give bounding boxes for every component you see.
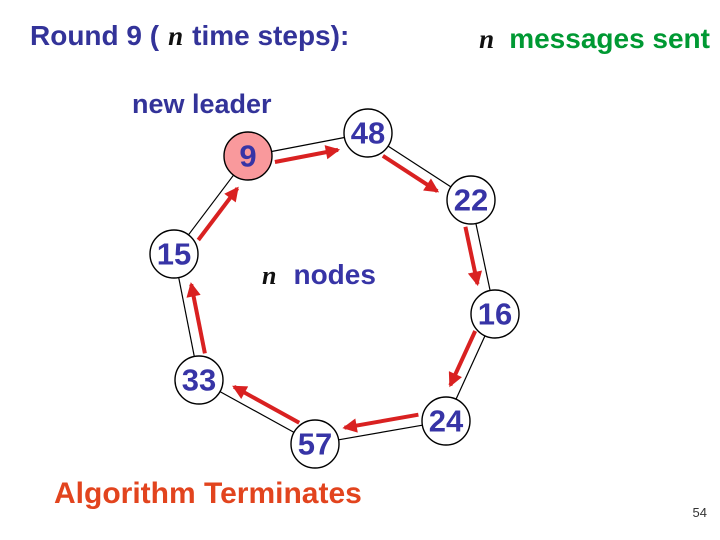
title-text-before: Round 9 ( (30, 20, 160, 51)
center-label-text: nodes (293, 259, 376, 290)
ring-node (290, 419, 340, 469)
ring-edge (338, 424, 423, 441)
ring-center-label: n nodes (262, 259, 376, 291)
ring-edge (188, 174, 234, 236)
title-variable-n: n (168, 21, 184, 51)
message-arrow (232, 385, 301, 425)
ring-node-label: 16 (478, 297, 512, 332)
page-number: 54 (692, 505, 707, 520)
title-text-after: time steps): (192, 20, 350, 51)
ring-node (174, 355, 224, 405)
ring-edge (178, 277, 195, 357)
new-leader-label: new leader (132, 89, 272, 119)
ring-edge (455, 335, 486, 400)
ring-node (470, 289, 520, 339)
ring-node-label: 57 (298, 427, 332, 462)
ring-node-label: 48 (351, 116, 385, 151)
ring-edge (475, 223, 491, 291)
messages-note: n messages sent (479, 23, 710, 55)
ring-node (343, 108, 393, 158)
ring-node-label: 15 (157, 237, 191, 272)
message-arrow (448, 330, 478, 388)
center-variable-n: n (262, 261, 277, 290)
message-arrow (196, 186, 239, 242)
footer-text: Algorithm Terminates (54, 477, 362, 510)
message-arrow (342, 412, 419, 433)
message-arrow (186, 282, 207, 354)
ring-node-label: 9 (239, 139, 256, 174)
ring-node-label: 24 (429, 404, 464, 439)
ring-node-leader (223, 131, 273, 181)
ring-node (446, 175, 496, 225)
ring-node (421, 396, 471, 446)
ring-node (149, 229, 199, 279)
ring-edge (387, 145, 452, 188)
message-arrow (381, 154, 440, 193)
ring-edge (271, 136, 345, 153)
message-arrow (463, 226, 483, 287)
messages-variable-n: n (479, 24, 495, 54)
message-arrow (274, 145, 341, 164)
ring-node-label: 33 (182, 363, 216, 398)
slide-title: Round 9 ( n time steps): (30, 20, 349, 52)
ring-node-label: 22 (454, 183, 488, 218)
messages-text: messages sent (509, 23, 710, 54)
